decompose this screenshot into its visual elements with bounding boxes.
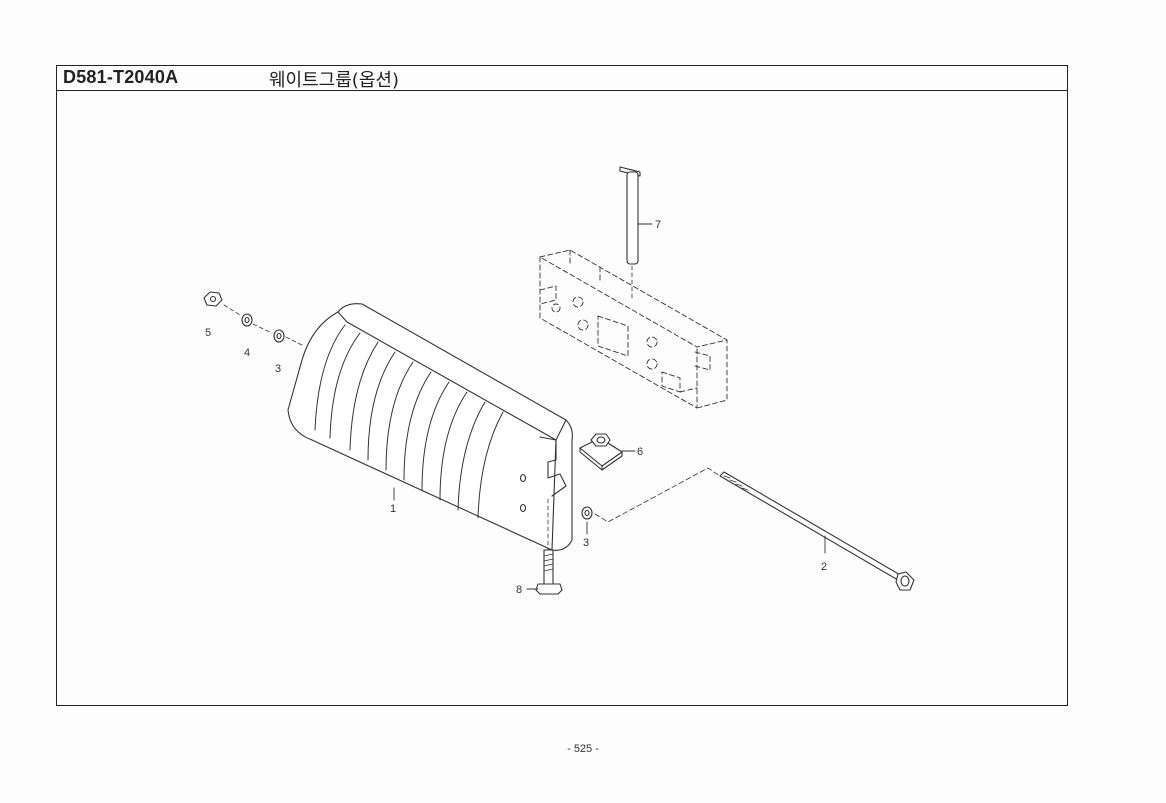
callout-6: 6 [637, 446, 643, 458]
callout-4: 4 [244, 347, 250, 359]
washer-part-3-upper [273, 329, 285, 343]
nut-part-5 [203, 291, 241, 316]
weight-bracket [539, 249, 728, 409]
front-weight-part-1 [283, 303, 573, 553]
pin-part-7 [619, 166, 653, 301]
callout-3-upper: 3 [275, 363, 281, 375]
drawing-frame: D581-T2040A 웨이트그룹(옵션) [56, 65, 1068, 706]
square-nut-part-6 [579, 433, 636, 471]
lock-washer-part-4 [241, 313, 273, 334]
callout-2: 2 [821, 561, 827, 573]
callout-5: 5 [205, 327, 211, 339]
bolt-part-8 [526, 549, 563, 595]
washer-part-3-lower [581, 467, 721, 535]
callout-1: 1 [390, 503, 396, 515]
page-number: - 525 - [567, 743, 599, 755]
part-title: 웨이트그룹(옵션) [269, 70, 399, 91]
long-bolt-part-2 [719, 471, 915, 591]
callout-7: 7 [655, 219, 661, 231]
callout-3-lower: 3 [583, 537, 589, 549]
callout-8: 8 [516, 584, 522, 596]
part-code: D581-T2040A [63, 67, 179, 87]
title-bar: D581-T2040A 웨이트그룹(옵션) [57, 66, 1067, 91]
